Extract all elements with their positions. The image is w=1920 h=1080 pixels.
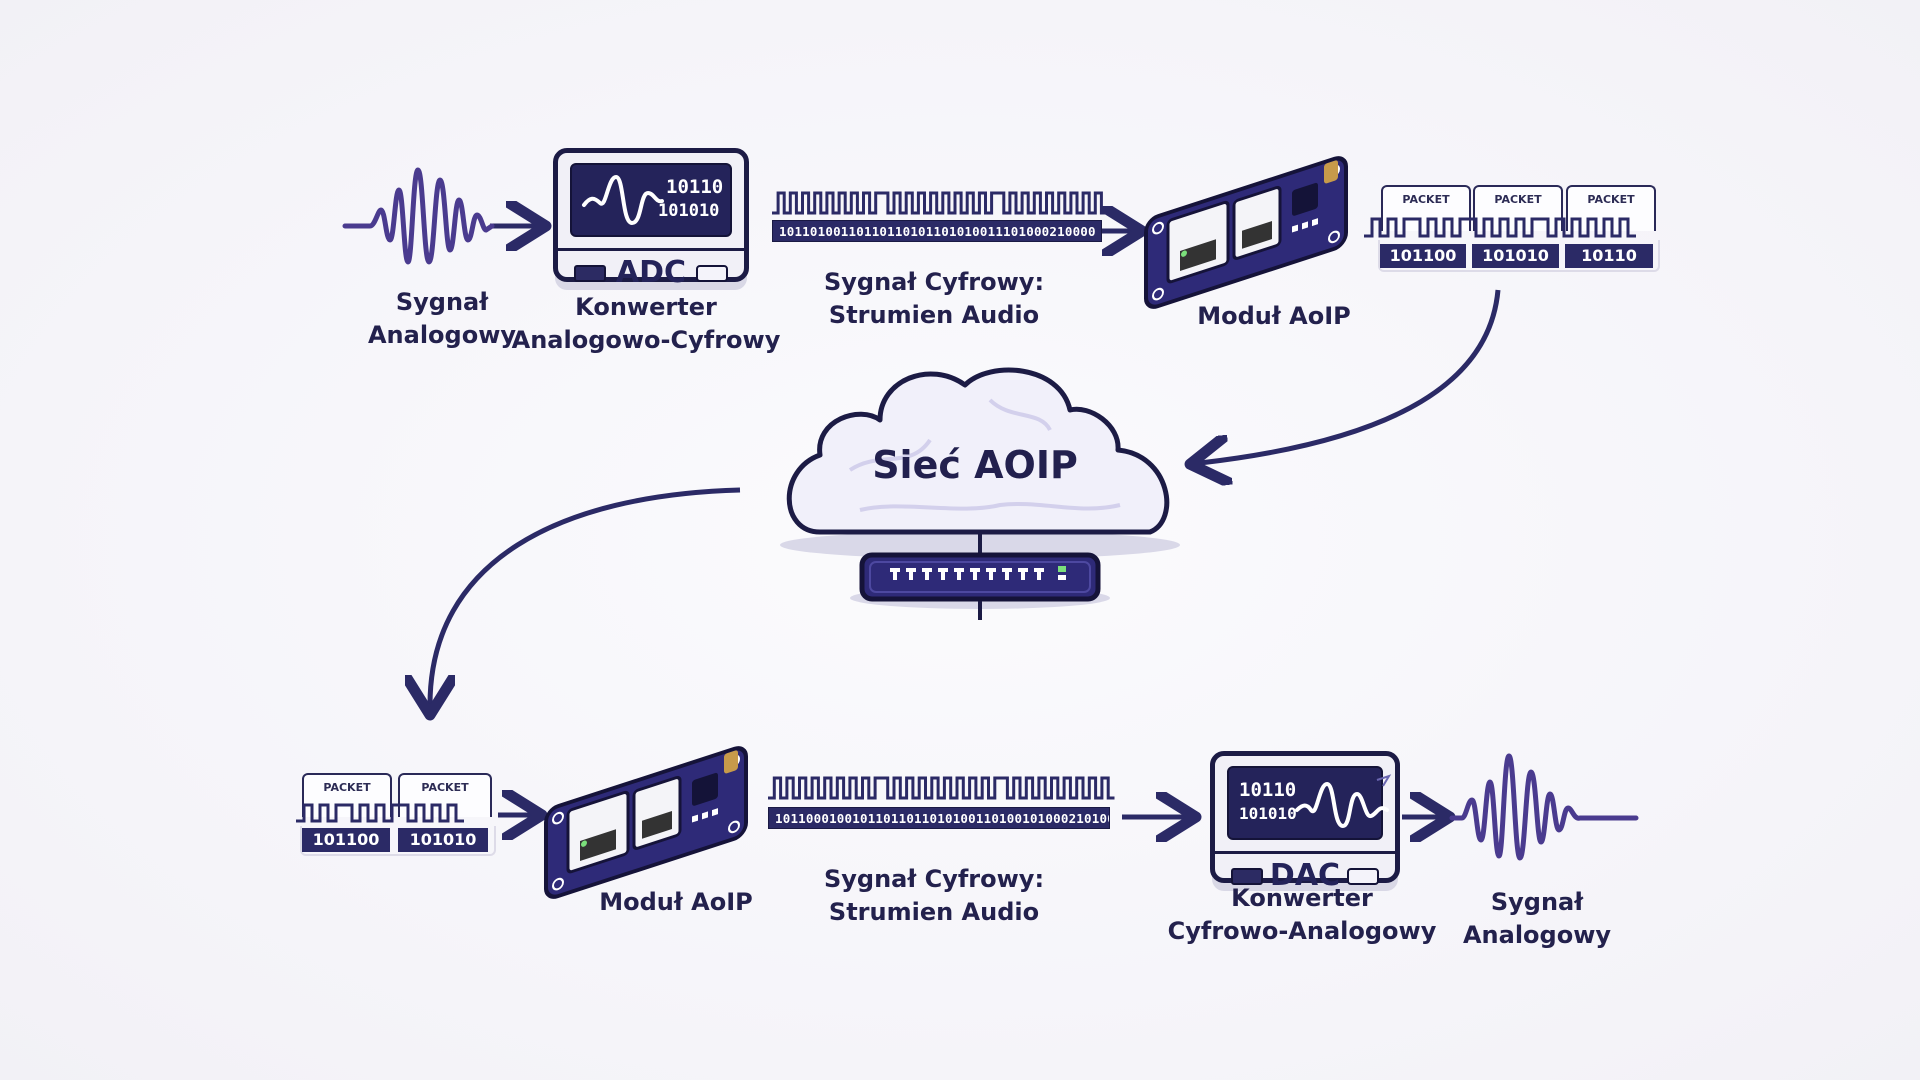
slot-icon (696, 265, 728, 282)
packet-title: PACKET (1402, 193, 1450, 206)
binary-stream-top: 1011010011011011010110101001110100021000… (772, 220, 1102, 242)
adc-name: ADC (615, 255, 687, 290)
network-switch-icon (859, 552, 1101, 602)
cloud-shading (848, 398, 1121, 512)
adc-label: Konwerter Analogowo-Cyfrowy (512, 291, 781, 357)
screen-bits: 101010 (1239, 804, 1297, 823)
aoip-module-bottom-label: Moduł AoIP (599, 888, 753, 916)
square-wave (768, 776, 1115, 800)
screen-bits: 10110 (1239, 779, 1297, 801)
label-line: Analogowy (1462, 921, 1612, 949)
waveform-icon (1449, 753, 1639, 861)
packet-title: PACKET (1494, 193, 1542, 206)
label-line: Sygnał Cyfrowy: (823, 865, 1045, 893)
adc-device: 10110 101010 ADC (553, 148, 749, 290)
analog-in-label: Sygnał Analogowy (368, 286, 516, 352)
slot-icon (574, 265, 606, 282)
cloud-icon (786, 367, 1170, 535)
arrow-cloud-to-packets (430, 487, 741, 705)
packet-value: 101010 (1472, 244, 1559, 268)
packet-frame (300, 826, 496, 856)
waveform-icon (342, 167, 495, 265)
arrow-packets-to-cloud (1200, 289, 1501, 463)
network-title: Sieć AOIP (872, 443, 1078, 487)
packet-value: 101100 (1380, 244, 1466, 268)
network-board-icon (1144, 156, 1348, 309)
label-line: Konwerter (575, 293, 717, 321)
digital-stream-top-label: Sygnał Cyfrowy: Strumien Audio (824, 266, 1044, 332)
switch-port-icon (890, 568, 900, 580)
packet-value: 101100 (302, 828, 390, 852)
switch-port-icon (922, 568, 932, 580)
waveform-icon (1295, 774, 1392, 829)
label-line: Sygnał (395, 288, 489, 316)
dac-label: Konwerter Cyfrowo-Analogowy (1168, 882, 1437, 948)
label-line: Cyfrowo-Analogowy (1167, 917, 1437, 945)
packet-value: 101010 (398, 828, 488, 852)
label-line: Analogowo-Cyfrowy (511, 326, 781, 354)
label-line: Analogowy (367, 321, 517, 349)
waveform-icon (582, 174, 664, 226)
switch-port-icon (906, 568, 916, 580)
switch-port-icon (1018, 568, 1028, 580)
screen-bits: 10110 (666, 176, 724, 198)
square-wave (772, 191, 1108, 215)
packet-box: PACKET (398, 773, 492, 817)
switch-port-icon (986, 568, 996, 580)
status-led (1058, 566, 1066, 572)
label-line: Strumien Audio (828, 301, 1040, 329)
label-line: Sygnał (1490, 888, 1584, 916)
switch-port-icon (1002, 568, 1012, 580)
analog-out-label: Sygnał Analogowy (1463, 886, 1611, 952)
packet-title: PACKET (323, 781, 371, 794)
slot-icon (1231, 868, 1263, 885)
network-board-icon (544, 746, 748, 899)
packet-box: PACKET (1381, 185, 1471, 231)
square-wave (1364, 217, 1636, 238)
switch-ports (890, 568, 1044, 580)
switch-port-icon (938, 568, 948, 580)
switch-port-icon (970, 568, 980, 580)
packet-title: PACKET (421, 781, 469, 794)
dac-screen: 10110 101010 (1227, 766, 1392, 840)
packet-title: PACKET (1587, 193, 1635, 206)
label-line: Konwerter (1231, 884, 1373, 912)
switch-port-icon (1034, 568, 1044, 580)
divider (558, 248, 744, 251)
packet-value: 10110 (1565, 244, 1653, 268)
status-led (1058, 575, 1066, 580)
packet-frame (1378, 240, 1660, 272)
screen-bits: 101010 (658, 201, 720, 221)
digital-stream-bottom-label: Sygnał Cyfrowy: Strumien Audio (824, 863, 1044, 929)
adc-screen: 10110 101010 (570, 163, 732, 237)
dac-device: 10110 101010 DAC (1210, 751, 1400, 893)
label-line: Strumien Audio (828, 898, 1040, 926)
binary-stream-bottom: 1011000100101101101101010011010010100021… (768, 807, 1110, 829)
square-wave (296, 803, 464, 823)
dac-name: DAC (1269, 858, 1341, 893)
label-line: Sygnał Cyfrowy: (823, 268, 1045, 296)
slot-icon (1347, 868, 1379, 885)
divider (1215, 851, 1395, 854)
switch-port-icon (954, 568, 964, 580)
aoip-module-top-label: Moduł AoIP (1197, 302, 1351, 330)
